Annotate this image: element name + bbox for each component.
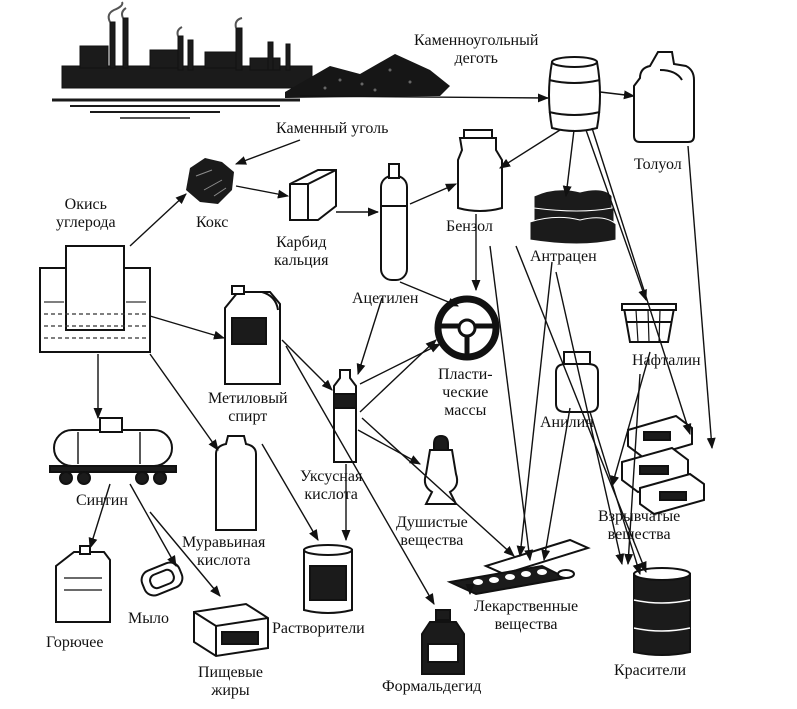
stacked-bags-icon <box>529 189 617 245</box>
label-fragrances: Душистые вещества <box>396 514 468 549</box>
barrel-icon <box>548 56 601 132</box>
jerrycan-icon <box>55 545 111 623</box>
label-naphthalene: Нафталин <box>632 352 701 369</box>
soap-bar-icon <box>140 561 184 597</box>
label-toluene: Толуол <box>634 156 682 173</box>
label-plastics: Пласти- ческие массы <box>438 366 493 419</box>
pill-box-icon <box>446 538 591 596</box>
label-benzene: Бензол <box>446 218 493 235</box>
water-reflection-icon <box>52 98 300 119</box>
label-aniline: Анилин <box>540 414 594 431</box>
gas-generator-icon <box>39 245 151 353</box>
label-coal: Каменный уголь <box>276 120 389 137</box>
jug-icon <box>633 51 695 143</box>
coal-pile-icon <box>285 54 450 98</box>
jar-icon <box>555 351 599 413</box>
label-anthracene: Антрацен <box>530 248 597 265</box>
cube-icon <box>289 169 337 221</box>
label-synthin: Синтин <box>76 492 128 509</box>
factory-skyline-icon <box>61 1 313 89</box>
label-coal-tar: Каменноугольный деготь <box>414 32 539 67</box>
coke-lump-icon <box>186 158 234 204</box>
label-formic-acid: Муравьиная кислота <box>182 534 266 569</box>
milk-can-icon <box>457 129 503 212</box>
label-food-fats: Пищевые жиры <box>198 664 263 699</box>
label-solvents: Растворители <box>272 620 365 637</box>
plastic-bottle-icon <box>215 435 257 531</box>
paint-can-icon <box>303 544 353 614</box>
label-explosives: Взрывчатые вещества <box>598 508 681 543</box>
drum-icon <box>633 567 691 656</box>
label-formaldehyde: Формальдегид <box>382 678 482 695</box>
label-carbon-monoxide: Окись углерода <box>56 196 116 231</box>
label-fuel: Горючее <box>46 634 104 651</box>
canister-icon <box>224 285 281 385</box>
label-dyes: Красители <box>614 662 687 679</box>
food-box-icon <box>193 602 269 658</box>
label-coke: Кокс <box>196 214 229 231</box>
label-acetylene: Ацетилен <box>352 290 419 307</box>
label-soap: Мыло <box>128 610 169 627</box>
steering-wheel-icon <box>434 295 500 361</box>
tank-car-icon <box>49 417 177 485</box>
label-acetic-acid: Уксусная кислота <box>300 468 363 503</box>
wooden-tub-icon <box>621 303 677 343</box>
explosive-crates-icon <box>621 414 705 516</box>
flow-arrows <box>88 90 716 605</box>
perfume-flask-icon <box>423 434 459 505</box>
gas-cylinder-icon <box>380 163 408 281</box>
label-calcium-carbide: Карбид кальция <box>274 234 329 269</box>
label-methanol: Метиловый спирт <box>208 390 288 425</box>
medicine-bottle-icon <box>421 609 465 675</box>
label-medicines: Лекарственные вещества <box>474 598 579 633</box>
